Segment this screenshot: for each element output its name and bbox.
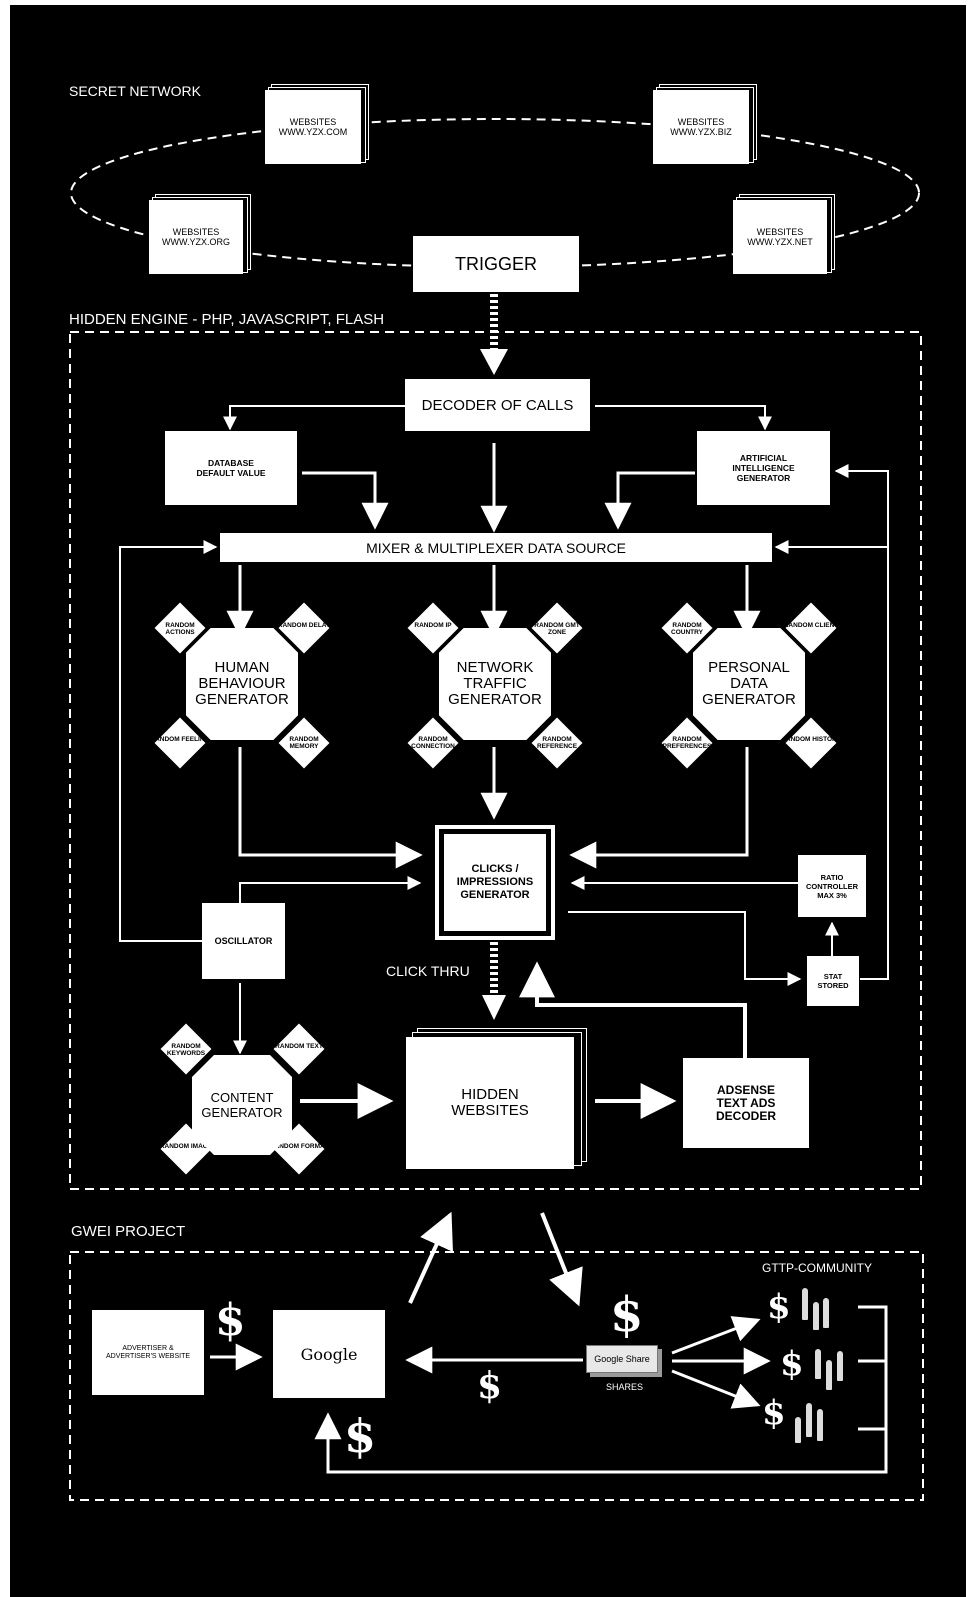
oscillator-box: OSCILLATOR xyxy=(202,903,285,979)
clicks-generator-outer: CLICKS / IMPRESSIONS GENERATOR xyxy=(435,825,555,940)
person-icon xyxy=(806,1403,812,1437)
gttp-community-label: GTTP-COMMUNITY xyxy=(762,1261,872,1275)
person-icon xyxy=(837,1351,843,1381)
adsense-decoder-box: ADSENSE TEXT ADS DECODER xyxy=(683,1058,809,1148)
random-preferences-label: RANDOM PREFERENCES xyxy=(662,736,712,750)
mixer-box: MIXER & MULTIPLEXER DATA SOURCE xyxy=(220,533,772,562)
random-ip-label: RANDOM IP xyxy=(414,622,452,629)
random-reference-label: RANDOM REFERENCE xyxy=(536,736,578,750)
website-url: WWW.YZX.ORG xyxy=(162,237,230,247)
person-icon xyxy=(813,1302,819,1330)
dollar-icon: $ xyxy=(215,1295,246,1346)
database-box: DATABASE DEFAULT VALUE xyxy=(165,431,297,505)
website-com: WEBSITES WWW.YZX.COM xyxy=(265,90,361,164)
person-icon xyxy=(795,1417,801,1443)
website-title: WEBSITES xyxy=(677,117,725,127)
random-actions-label: RANDOM ACTIONS xyxy=(165,622,195,636)
random-gmt-zone-label: RANDOM GMT ZONE xyxy=(534,622,580,636)
connectors-layer xyxy=(69,118,924,1501)
person-icon xyxy=(817,1409,823,1441)
random-keywords-label: RANDOM KEYWORDS xyxy=(166,1043,206,1057)
personal-data-generator: PERSONAL DATA GENERATOR xyxy=(693,628,805,740)
dollar-icon: $ xyxy=(477,1365,503,1407)
advertiser-box: ADVERTISER & ADVERTISER'S WEBSITE xyxy=(92,1310,204,1395)
random-memory-label: RANDOM MEMORY xyxy=(289,736,319,750)
website-title: WEBSITES xyxy=(756,227,804,237)
network-traffic-generator: NETWORK TRAFFIC GENERATOR xyxy=(439,628,551,740)
random-client-label: RANDOM CLIENT xyxy=(783,622,839,629)
dollar-icon: $ xyxy=(762,1393,786,1433)
random-connection-label: RANDOM CONNECTION xyxy=(411,736,455,750)
website-title: WEBSITES xyxy=(289,117,337,127)
clicks-impressions-generator: CLICKS / IMPRESSIONS GENERATOR xyxy=(444,834,546,931)
person-icon xyxy=(802,1288,808,1320)
person-icon xyxy=(815,1349,821,1379)
random-feeling-label: RANDOM FEELING xyxy=(150,736,210,743)
dollar-icon: $ xyxy=(344,1409,377,1463)
website-title: WEBSITES xyxy=(172,227,220,237)
dollar-icon: $ xyxy=(767,1287,791,1327)
random-text-label: RANDOM TEXT xyxy=(275,1043,323,1050)
hidden-engine-label: HIDDEN ENGINE - PHP, JAVASCRIPT, FLASH xyxy=(69,311,385,328)
website-url: WWW.YZX.COM xyxy=(278,127,348,137)
google-share-badge: Google Share xyxy=(586,1345,658,1373)
person-icon xyxy=(826,1360,832,1390)
secret-network-label: SECRET NETWORK xyxy=(69,83,201,99)
ai-generator-box: ARTIFICIAL INTELLIGENCE GENERATOR xyxy=(697,431,830,505)
website-biz: WEBSITES WWW.YZX.BIZ xyxy=(653,90,749,164)
click-thru-label: CLICK THRU xyxy=(386,963,470,979)
website-org: WEBSITES WWW.YZX.ORG xyxy=(149,200,243,274)
dollar-icon: $ xyxy=(610,1287,644,1343)
decoder-box: DECODER OF CALLS xyxy=(405,379,590,431)
gwei-project-label: GWEI PROJECT xyxy=(71,1223,186,1240)
google-box: Google xyxy=(273,1310,385,1398)
website-net: WEBSITES WWW.YZX.NET xyxy=(733,200,827,274)
gwei-frame xyxy=(69,1251,924,1501)
random-history-label: RANDOM HISTORY xyxy=(781,736,841,743)
random-format-label: RANDOM FORMAT xyxy=(269,1143,329,1150)
website-url: WWW.YZX.BIZ xyxy=(670,127,732,137)
website-url: WWW.YZX.NET xyxy=(747,237,813,247)
person-icon xyxy=(823,1298,829,1328)
random-image-label: RANDOM IMAGE xyxy=(159,1143,213,1150)
random-delay-label: RANDOM DELAY xyxy=(277,622,331,629)
ratio-controller-box: RATIO CONTROLLER MAX 3% xyxy=(798,855,866,917)
stat-stored-box: STAT STORED xyxy=(807,956,859,1006)
trigger-box: TRIGGER xyxy=(413,236,579,292)
hidden-websites-box: HIDDEN WEBSITES xyxy=(406,1037,574,1169)
dollar-icon: $ xyxy=(780,1344,804,1384)
diagram-canvas: SECRET NETWORK HIDDEN ENGINE - PHP, JAVA… xyxy=(10,5,966,1597)
shares-label: SHARES xyxy=(606,1382,644,1392)
human-behaviour-generator: HUMAN BEHAVIOUR GENERATOR xyxy=(186,628,298,740)
content-generator: CONTENT GENERATOR xyxy=(192,1055,292,1155)
random-country-label: RANDOM COUNTRY xyxy=(671,622,703,636)
